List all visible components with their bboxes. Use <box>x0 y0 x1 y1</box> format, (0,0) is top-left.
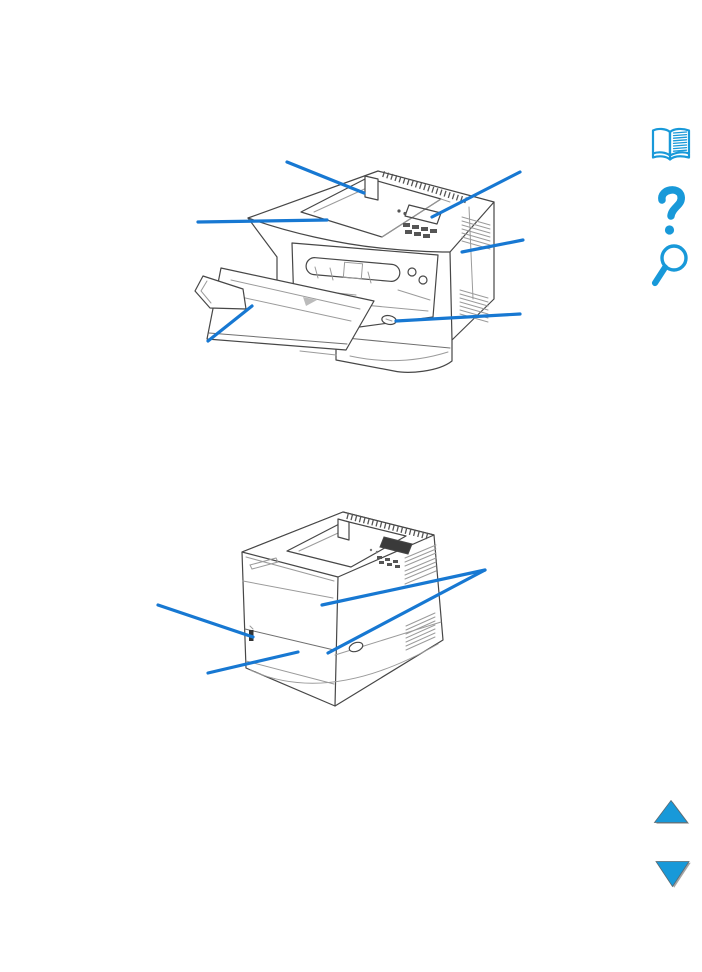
page-up-button[interactable] <box>653 799 693 827</box>
printer-1-callout-lines <box>196 160 525 343</box>
page-down-button[interactable] <box>654 860 694 891</box>
arrow-down-icon <box>655 861 691 888</box>
arrow-up-icon <box>653 799 690 824</box>
printer-1-illustration <box>194 170 495 373</box>
printer-2-callout-lines <box>156 568 487 675</box>
printer-2-illustration <box>241 511 444 707</box>
search-magnifier-icon <box>651 244 688 287</box>
book-contents-icon <box>651 127 691 161</box>
contents-nav-button[interactable] <box>651 127 691 163</box>
search-nav-button[interactable] <box>648 236 690 288</box>
help-question-icon <box>658 186 685 235</box>
help-nav-button[interactable] <box>653 183 689 237</box>
